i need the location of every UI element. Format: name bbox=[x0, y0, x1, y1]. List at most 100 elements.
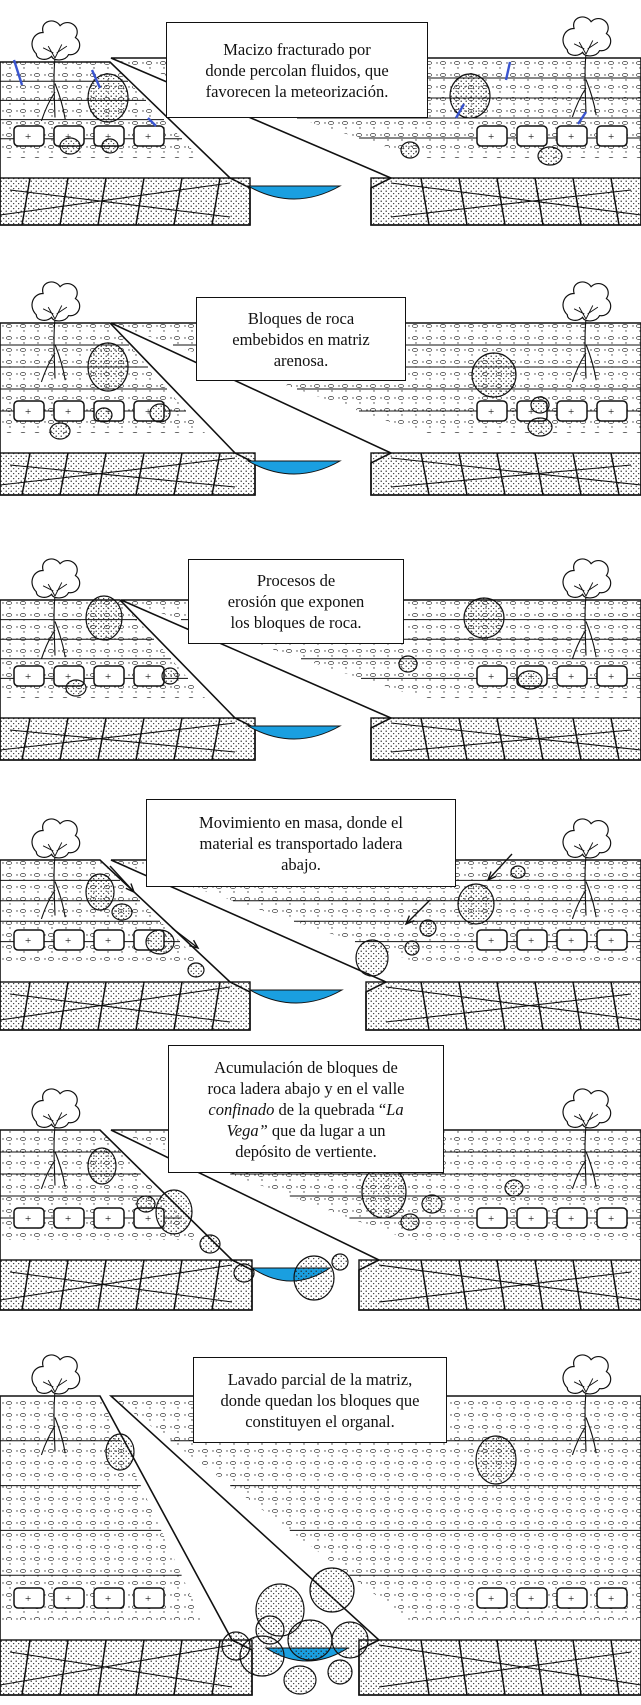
caption-3: Procesos deerosión que exponenlos bloque… bbox=[188, 559, 404, 644]
svg-text:+: + bbox=[488, 1213, 494, 1225]
svg-text:+: + bbox=[488, 935, 494, 947]
boulder bbox=[511, 866, 525, 878]
svg-text:+: + bbox=[105, 935, 111, 947]
boulder bbox=[284, 1666, 316, 1694]
svg-text:+: + bbox=[528, 1213, 534, 1225]
boulder bbox=[328, 1660, 352, 1684]
boulder bbox=[310, 1568, 354, 1612]
svg-text:+: + bbox=[488, 131, 494, 143]
svg-text:+: + bbox=[145, 131, 151, 143]
svg-text:+: + bbox=[568, 406, 574, 418]
boulder bbox=[476, 1436, 516, 1484]
svg-text:+: + bbox=[105, 1213, 111, 1225]
boulder bbox=[420, 920, 436, 936]
boulder bbox=[399, 656, 417, 672]
boulder bbox=[86, 596, 122, 640]
svg-text:+: + bbox=[608, 1593, 614, 1605]
bedrock bbox=[371, 178, 641, 225]
svg-text:+: + bbox=[608, 131, 614, 143]
boulder bbox=[256, 1616, 284, 1644]
svg-text:+: + bbox=[488, 671, 494, 683]
boulder bbox=[458, 884, 494, 924]
svg-text:+: + bbox=[145, 1593, 151, 1605]
boulder bbox=[294, 1256, 334, 1300]
boulder bbox=[538, 147, 562, 165]
stream-water bbox=[248, 461, 340, 474]
stream-water bbox=[250, 990, 342, 1003]
svg-text:+: + bbox=[25, 1213, 31, 1225]
svg-text:+: + bbox=[568, 1593, 574, 1605]
svg-text:+: + bbox=[25, 671, 31, 683]
boulder bbox=[162, 668, 178, 684]
boulder bbox=[200, 1235, 220, 1253]
boulder bbox=[66, 680, 86, 696]
boulder bbox=[106, 1434, 134, 1470]
boulder bbox=[234, 1264, 254, 1282]
svg-text:+: + bbox=[528, 131, 534, 143]
svg-text:+: + bbox=[65, 935, 71, 947]
boulder bbox=[422, 1195, 442, 1213]
caption-4: Movimiento en masa, donde elmaterial es … bbox=[146, 799, 456, 887]
boulder bbox=[356, 940, 388, 976]
boulder bbox=[362, 1166, 406, 1218]
boulder bbox=[88, 74, 128, 122]
svg-text:+: + bbox=[528, 1593, 534, 1605]
boulder bbox=[531, 397, 549, 413]
svg-text:+: + bbox=[528, 935, 534, 947]
svg-text:+: + bbox=[145, 1213, 151, 1225]
svg-text:+: + bbox=[25, 131, 31, 143]
svg-text:+: + bbox=[608, 1213, 614, 1225]
boulder bbox=[450, 74, 490, 118]
caption-5: Acumulación de bloques de roca ladera ab… bbox=[168, 1045, 444, 1173]
svg-text:+: + bbox=[568, 131, 574, 143]
boulder bbox=[222, 1632, 250, 1660]
boulder bbox=[332, 1254, 348, 1270]
bedrock bbox=[371, 453, 641, 495]
boulder bbox=[137, 1196, 155, 1212]
boulder bbox=[88, 343, 128, 391]
svg-text:+: + bbox=[65, 1213, 71, 1225]
boulder bbox=[146, 930, 174, 954]
svg-text:+: + bbox=[25, 1593, 31, 1605]
boulder bbox=[472, 353, 516, 397]
boulder bbox=[60, 138, 80, 154]
boulder bbox=[405, 941, 419, 955]
svg-text:+: + bbox=[488, 406, 494, 418]
svg-text:+: + bbox=[608, 935, 614, 947]
svg-text:+: + bbox=[568, 1213, 574, 1225]
boulder bbox=[102, 139, 118, 153]
svg-text:+: + bbox=[105, 671, 111, 683]
svg-text:+: + bbox=[145, 671, 151, 683]
boulder bbox=[112, 904, 132, 920]
boulder bbox=[528, 418, 552, 436]
bedrock bbox=[371, 718, 641, 760]
boulder bbox=[401, 1214, 419, 1230]
boulder bbox=[464, 598, 504, 638]
svg-text:+: + bbox=[608, 671, 614, 683]
svg-text:+: + bbox=[105, 1593, 111, 1605]
stream-water bbox=[248, 186, 340, 199]
svg-text:+: + bbox=[568, 671, 574, 683]
svg-text:+: + bbox=[65, 1593, 71, 1605]
boulder bbox=[156, 1190, 192, 1234]
svg-text:+: + bbox=[25, 406, 31, 418]
boulder bbox=[518, 671, 542, 689]
svg-text:+: + bbox=[65, 406, 71, 418]
caption-2: Bloques de rocaembebidos en matrizarenos… bbox=[196, 297, 406, 381]
svg-text:+: + bbox=[568, 935, 574, 947]
svg-text:+: + bbox=[608, 406, 614, 418]
boulder bbox=[150, 404, 170, 422]
boulder bbox=[401, 142, 419, 158]
stream-water bbox=[248, 726, 340, 739]
boulder bbox=[50, 423, 70, 439]
boulder bbox=[88, 1148, 116, 1184]
svg-text:+: + bbox=[25, 935, 31, 947]
boulder bbox=[86, 874, 114, 910]
boulder bbox=[188, 963, 204, 977]
boulder bbox=[332, 1622, 368, 1658]
svg-text:+: + bbox=[488, 1593, 494, 1605]
caption-6: Lavado parcial de la matriz,donde quedan… bbox=[193, 1357, 447, 1443]
boulder bbox=[96, 408, 112, 422]
boulder bbox=[288, 1620, 332, 1660]
caption-1: Macizo fracturado pordonde percolan flui… bbox=[166, 22, 428, 118]
